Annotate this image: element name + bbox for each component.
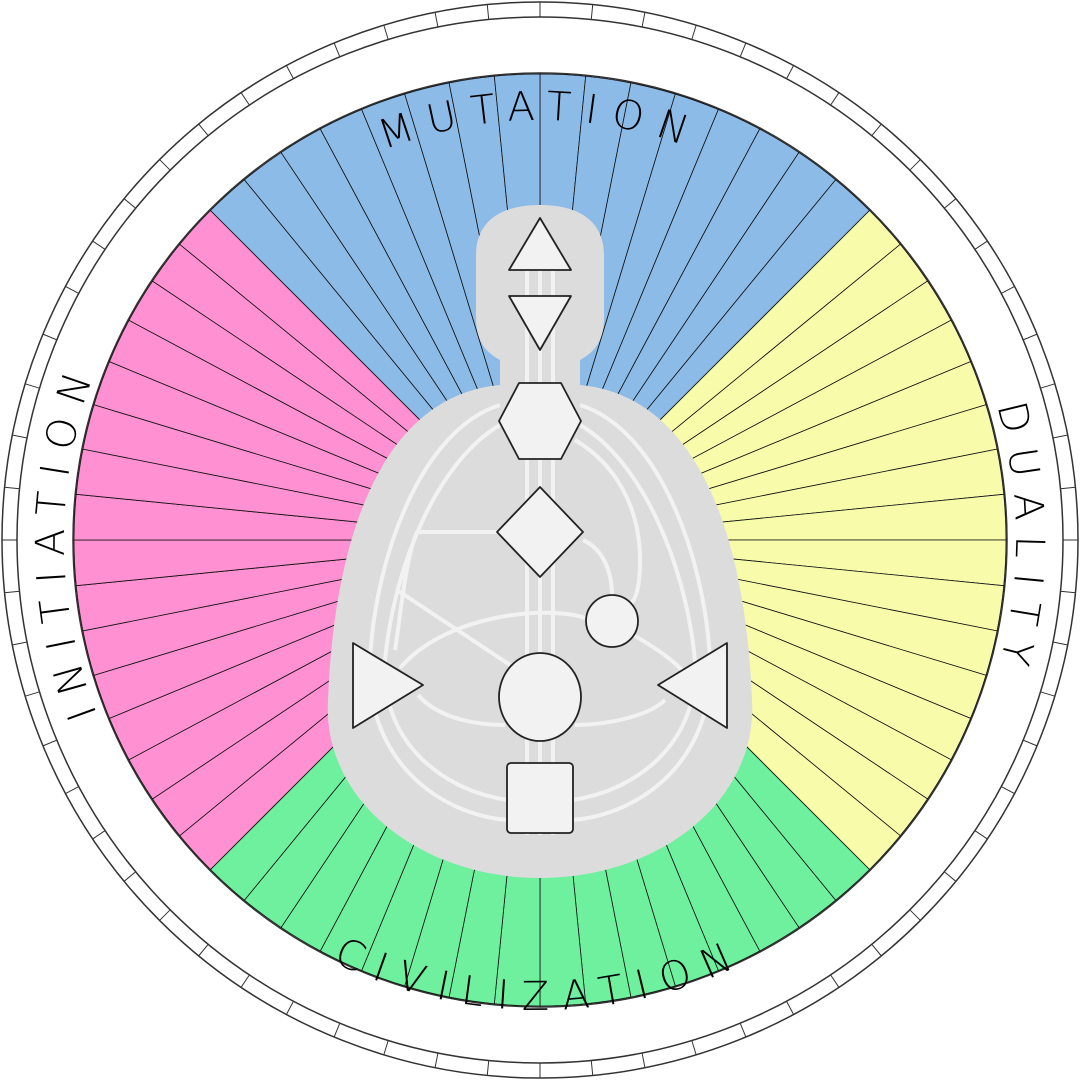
gate-tick	[4, 590, 20, 594]
gate-tick	[974, 830, 988, 840]
gate-tick	[240, 974, 250, 988]
gate-tick	[830, 974, 840, 988]
gate-tick	[159, 159, 171, 171]
gate-tick	[486, 4, 490, 20]
gate-tick	[786, 65, 795, 79]
gate-tick	[974, 240, 988, 250]
gate-tick	[641, 12, 646, 28]
gate-tick	[943, 198, 957, 209]
gate-tick	[909, 909, 921, 921]
gate-tick	[830, 92, 840, 106]
gate-tick	[434, 1052, 439, 1068]
gate-tick	[486, 1060, 490, 1076]
gate-tick	[590, 4, 594, 20]
ajna-center-triangle	[508, 295, 572, 351]
gate-tick	[590, 1060, 594, 1076]
gate-tick	[909, 159, 921, 171]
gate-tick	[1060, 486, 1076, 490]
gate-tick	[240, 92, 250, 106]
gate-tick	[92, 240, 106, 250]
gate-tick	[65, 285, 79, 294]
heart-center-circle	[585, 594, 639, 648]
gate-tick	[943, 871, 957, 882]
gate-tick	[641, 1052, 646, 1068]
gate-tick	[42, 739, 58, 747]
gate-tick	[1060, 590, 1076, 594]
gate-tick	[1052, 641, 1068, 646]
gate-tick	[159, 909, 171, 921]
g-center-diamond	[496, 486, 584, 578]
gate-tick	[871, 943, 882, 957]
gate-tick	[12, 434, 28, 439]
root-center-square	[506, 762, 574, 834]
gate-tick	[4, 486, 20, 490]
gate-tick	[383, 25, 389, 40]
gate-tick	[25, 691, 40, 697]
gate-tick	[42, 333, 58, 341]
gate-tick	[123, 871, 137, 882]
gate-tick	[691, 1040, 697, 1055]
gate-tick	[333, 1022, 341, 1038]
gate-tick	[123, 198, 137, 209]
head-center-triangle	[508, 217, 572, 271]
gate-tick	[786, 1001, 795, 1015]
gate-tick	[285, 1001, 294, 1015]
gate-tick	[198, 123, 209, 137]
gate-tick	[1022, 739, 1038, 747]
gate-tick	[739, 42, 747, 58]
gate-tick	[65, 786, 79, 795]
solar-plexus-center-triangle	[657, 642, 728, 729]
gate-tick	[691, 25, 697, 40]
gate-tick	[739, 1022, 747, 1038]
gate-tick	[333, 42, 341, 58]
gate-tick	[871, 123, 882, 137]
gate-tick	[1040, 691, 1055, 697]
label-ring-inner	[72, 72, 1008, 1008]
gate-tick	[434, 12, 439, 28]
gate-tick	[285, 65, 294, 79]
sacral-center-circle	[498, 652, 582, 742]
spleen-center-triangle	[352, 642, 424, 729]
gate-tick	[25, 383, 40, 389]
gate-tick	[1040, 383, 1055, 389]
gate-tick	[1052, 434, 1068, 439]
gate-tick	[1022, 333, 1038, 341]
centers	[352, 217, 728, 834]
gate-tick	[383, 1040, 389, 1055]
gate-tick	[1001, 786, 1015, 795]
gate-tick	[92, 830, 106, 840]
throat-center-hexagon	[498, 382, 582, 460]
gate-tick	[1001, 285, 1015, 294]
gate-tick	[198, 943, 209, 957]
gate-tick	[12, 641, 28, 646]
